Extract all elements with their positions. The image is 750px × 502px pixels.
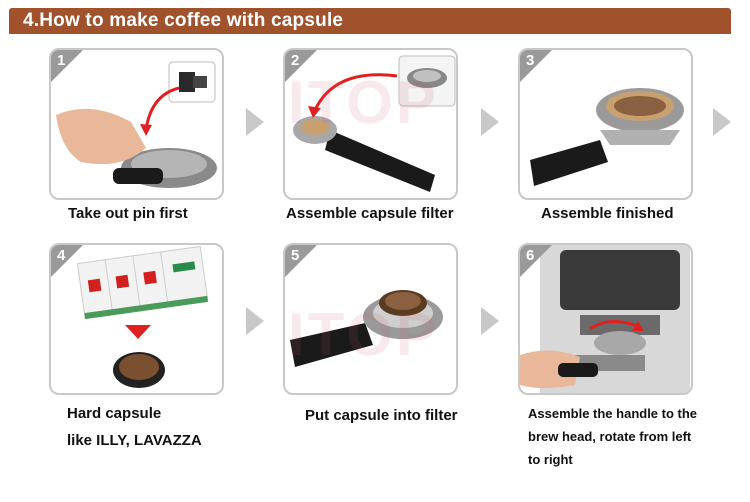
step-badge xyxy=(51,245,83,277)
step-4-panel: 4 xyxy=(49,243,224,395)
step-6-panel: 6 xyxy=(518,243,693,395)
step-5-panel: 5 xyxy=(283,243,458,395)
section-title: 4.How to make coffee with capsule xyxy=(23,10,344,31)
step-2-illustration xyxy=(293,55,456,192)
step-4-illustration xyxy=(76,245,209,388)
next-arrow-icon xyxy=(481,108,499,136)
step-4-caption-line-1: Hard capsule xyxy=(67,405,162,422)
watermark-logo: ITOP xyxy=(288,69,439,136)
step-number: 6 xyxy=(526,247,535,264)
watermark-logo: ITOP xyxy=(288,301,439,368)
step-number: 5 xyxy=(291,247,300,264)
step-6-illustration xyxy=(520,245,690,393)
step-3-illustration xyxy=(530,88,684,186)
step-6-caption-line-3: to right xyxy=(528,452,573,467)
step-6-caption-line-2: brew head, rotate from left xyxy=(528,429,692,444)
section-header: 4.How to make coffee with capsule xyxy=(9,8,731,34)
step-badge xyxy=(285,50,317,82)
step-3-panel: 3 xyxy=(518,48,693,200)
step-5-illustration xyxy=(290,290,443,367)
step-number: 1 xyxy=(57,52,66,69)
step-number: 4 xyxy=(57,247,66,264)
step-2-caption: Assemble capsule filter xyxy=(286,205,454,222)
next-arrow-icon xyxy=(246,307,264,335)
next-arrow-icon xyxy=(481,307,499,335)
next-arrow-icon xyxy=(246,108,264,136)
step-4-caption-line-2: like ILLY, LAVAZZA xyxy=(67,432,202,449)
step-3-caption: Assemble finished xyxy=(541,205,674,222)
step-1-illustration xyxy=(56,61,217,188)
step-1-caption: Take out pin first xyxy=(68,205,188,222)
step-1-panel: 1 xyxy=(49,48,224,200)
step-badge xyxy=(51,50,83,82)
step-number: 2 xyxy=(291,52,300,69)
step-5-caption: Put capsule into filter xyxy=(305,407,458,424)
next-arrow-icon xyxy=(713,108,731,136)
step-number: 3 xyxy=(526,52,535,69)
step-2-panel: 2 xyxy=(283,48,458,200)
step-badge xyxy=(520,50,552,82)
step-6-caption-line-1: Assemble the handle to the xyxy=(528,406,698,421)
step-badge xyxy=(520,245,552,277)
step-badge xyxy=(285,245,317,277)
